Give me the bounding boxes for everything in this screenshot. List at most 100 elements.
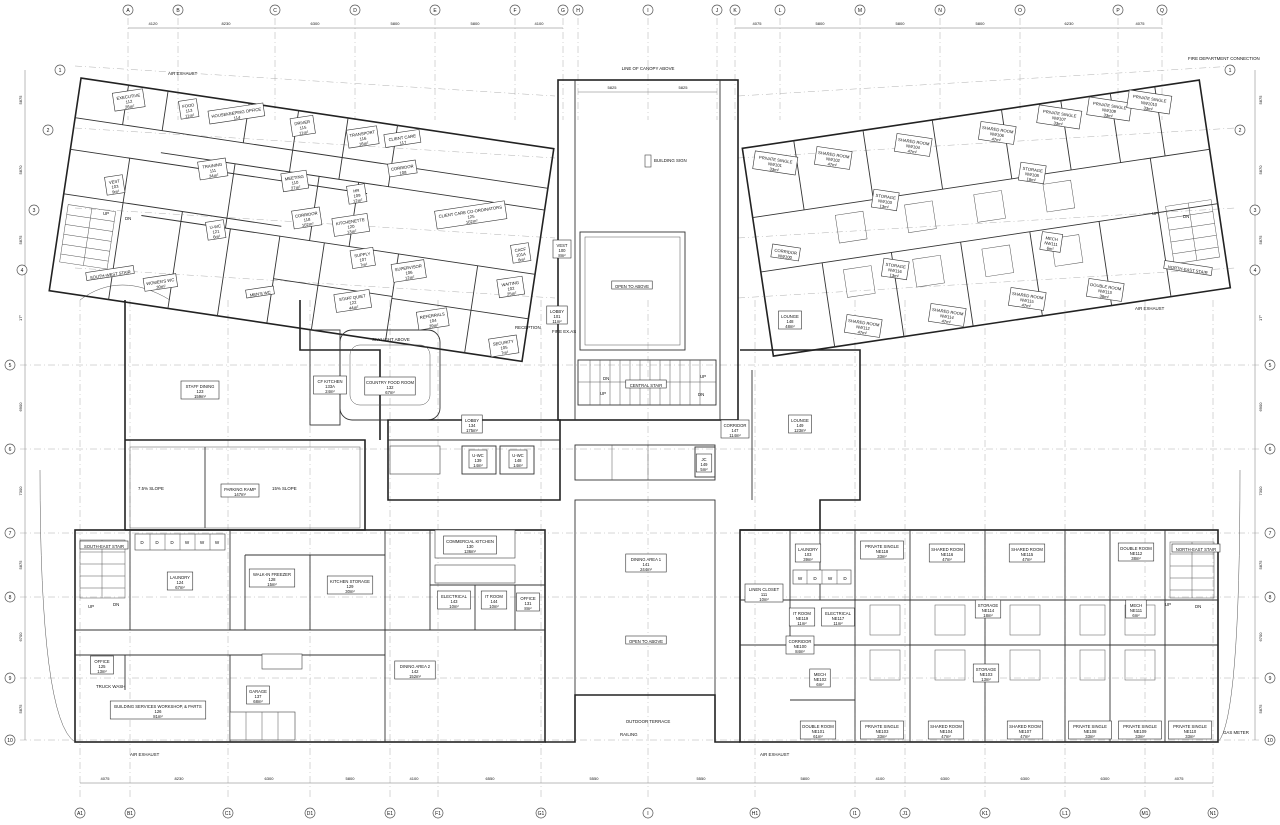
room-number: 118: [303, 217, 311, 223]
svg-text:F1: F1: [435, 811, 441, 817]
room-area: 7m²: [360, 261, 368, 267]
grid-bubble-left: 5: [4, 359, 16, 371]
svg-text:I: I: [647, 8, 648, 14]
dimension-left: 17°: [18, 315, 23, 321]
room-number: 103: [111, 184, 119, 190]
room-name: WOMEN'S WC: [146, 277, 175, 286]
grid-bubble-top: P: [1112, 4, 1124, 16]
dimension-top: 8230: [222, 21, 232, 26]
room-area: 33m²: [877, 734, 887, 739]
fire-connection-note: FIRE DEPARTMENT CONNECTION: [1188, 56, 1260, 61]
air-exhaust-ne: AIR EXHAUST: [1135, 306, 1165, 311]
room-area: 48m²: [785, 324, 795, 329]
dimension-bottom: 5550: [590, 776, 600, 781]
svg-text:M: M: [858, 8, 862, 14]
dimension-top: 6230: [1065, 21, 1075, 26]
room-name: SOUTH-EAST STAIR: [84, 544, 124, 549]
laundry-unit: D: [813, 576, 817, 581]
room-area: 114m²: [729, 433, 741, 438]
svg-text:K1: K1: [982, 811, 988, 817]
room-number: 120: [347, 224, 355, 230]
dimension-bottom: 6550: [486, 776, 496, 781]
room-name: LOBBY: [465, 418, 479, 423]
grid-bubble-top: I: [642, 4, 654, 16]
room-area: 12m²: [353, 197, 364, 203]
room-name: ELECTRICAL: [825, 611, 852, 616]
building-sign-note: BUILDING SIGN: [654, 158, 687, 163]
dimension-bottom: 6300: [265, 776, 275, 781]
laundry-unit: W: [200, 540, 205, 545]
room-area: 12m²: [405, 274, 416, 280]
room-number: NE110: [1184, 729, 1197, 734]
room-number: 102: [507, 286, 515, 292]
dimension-top: 5800: [391, 21, 401, 26]
dn-note: DN: [113, 602, 119, 607]
grid-bubble-right: 3: [1249, 204, 1261, 216]
room-number: 149: [701, 462, 709, 467]
room-name: CORRIDOR: [789, 639, 812, 644]
room-area: 47m²: [1021, 302, 1032, 308]
room-area: 34m²: [209, 172, 220, 178]
up-note: UP: [88, 604, 94, 609]
room-number: 107: [359, 257, 367, 263]
svg-text:6: 6: [1269, 447, 1272, 453]
room-name: WAITING: [501, 280, 519, 288]
grid-bubble-right: 6: [1264, 443, 1276, 455]
grid-bubble-top: E: [429, 4, 441, 16]
room-number: 101A: [516, 251, 527, 257]
laundry-unit: D: [155, 540, 159, 545]
dn-note: DN: [1195, 604, 1201, 609]
svg-text:4: 4: [1254, 268, 1257, 274]
grid-bubble-top: N: [934, 4, 946, 16]
room-name: STAFF DINING: [186, 384, 215, 389]
dimension-right: 5875: [1258, 704, 1263, 714]
dimension-left: 5875: [18, 704, 23, 714]
dimension-top: 4100: [535, 21, 545, 26]
room-number: 144: [491, 599, 499, 604]
room-name: STORAGE: [978, 603, 999, 608]
grid-bubble-top: M: [854, 4, 866, 16]
room-number: 115: [299, 125, 307, 131]
dimension-left: 5875: [18, 95, 23, 105]
room-number: 124: [177, 580, 185, 585]
room-name: KITCHENETTE: [335, 217, 365, 226]
svg-text:G: G: [561, 8, 565, 14]
room-area: 159m²: [194, 394, 206, 399]
room-area: 33m²: [1135, 734, 1145, 739]
room-area: 11m²: [299, 129, 309, 135]
room-name: STAFF QUIET: [339, 293, 367, 302]
room-area: 30m²: [345, 589, 355, 594]
svg-text:D: D: [353, 8, 357, 14]
room-number: 123: [197, 389, 205, 394]
grid-bubble-bottom: F1: [432, 807, 444, 819]
room-name: CORRIDOR: [724, 423, 747, 428]
grid-bubble-bottom: E1: [384, 807, 396, 819]
room-number: NE100: [794, 644, 807, 649]
fire-ext-note: FIRE EX.AS: [552, 329, 576, 334]
room-area: 33m²: [1053, 120, 1064, 126]
room-area: 11m²: [833, 621, 843, 626]
north-east-wing: [741, 79, 1232, 357]
room-number: 106: [405, 270, 413, 276]
dimension-top: 5800: [976, 21, 986, 26]
dimension-bottom: 8230: [175, 776, 185, 781]
room-name: OFFICE: [520, 596, 536, 601]
room-name: OPEN TO ABOVE: [615, 284, 649, 289]
